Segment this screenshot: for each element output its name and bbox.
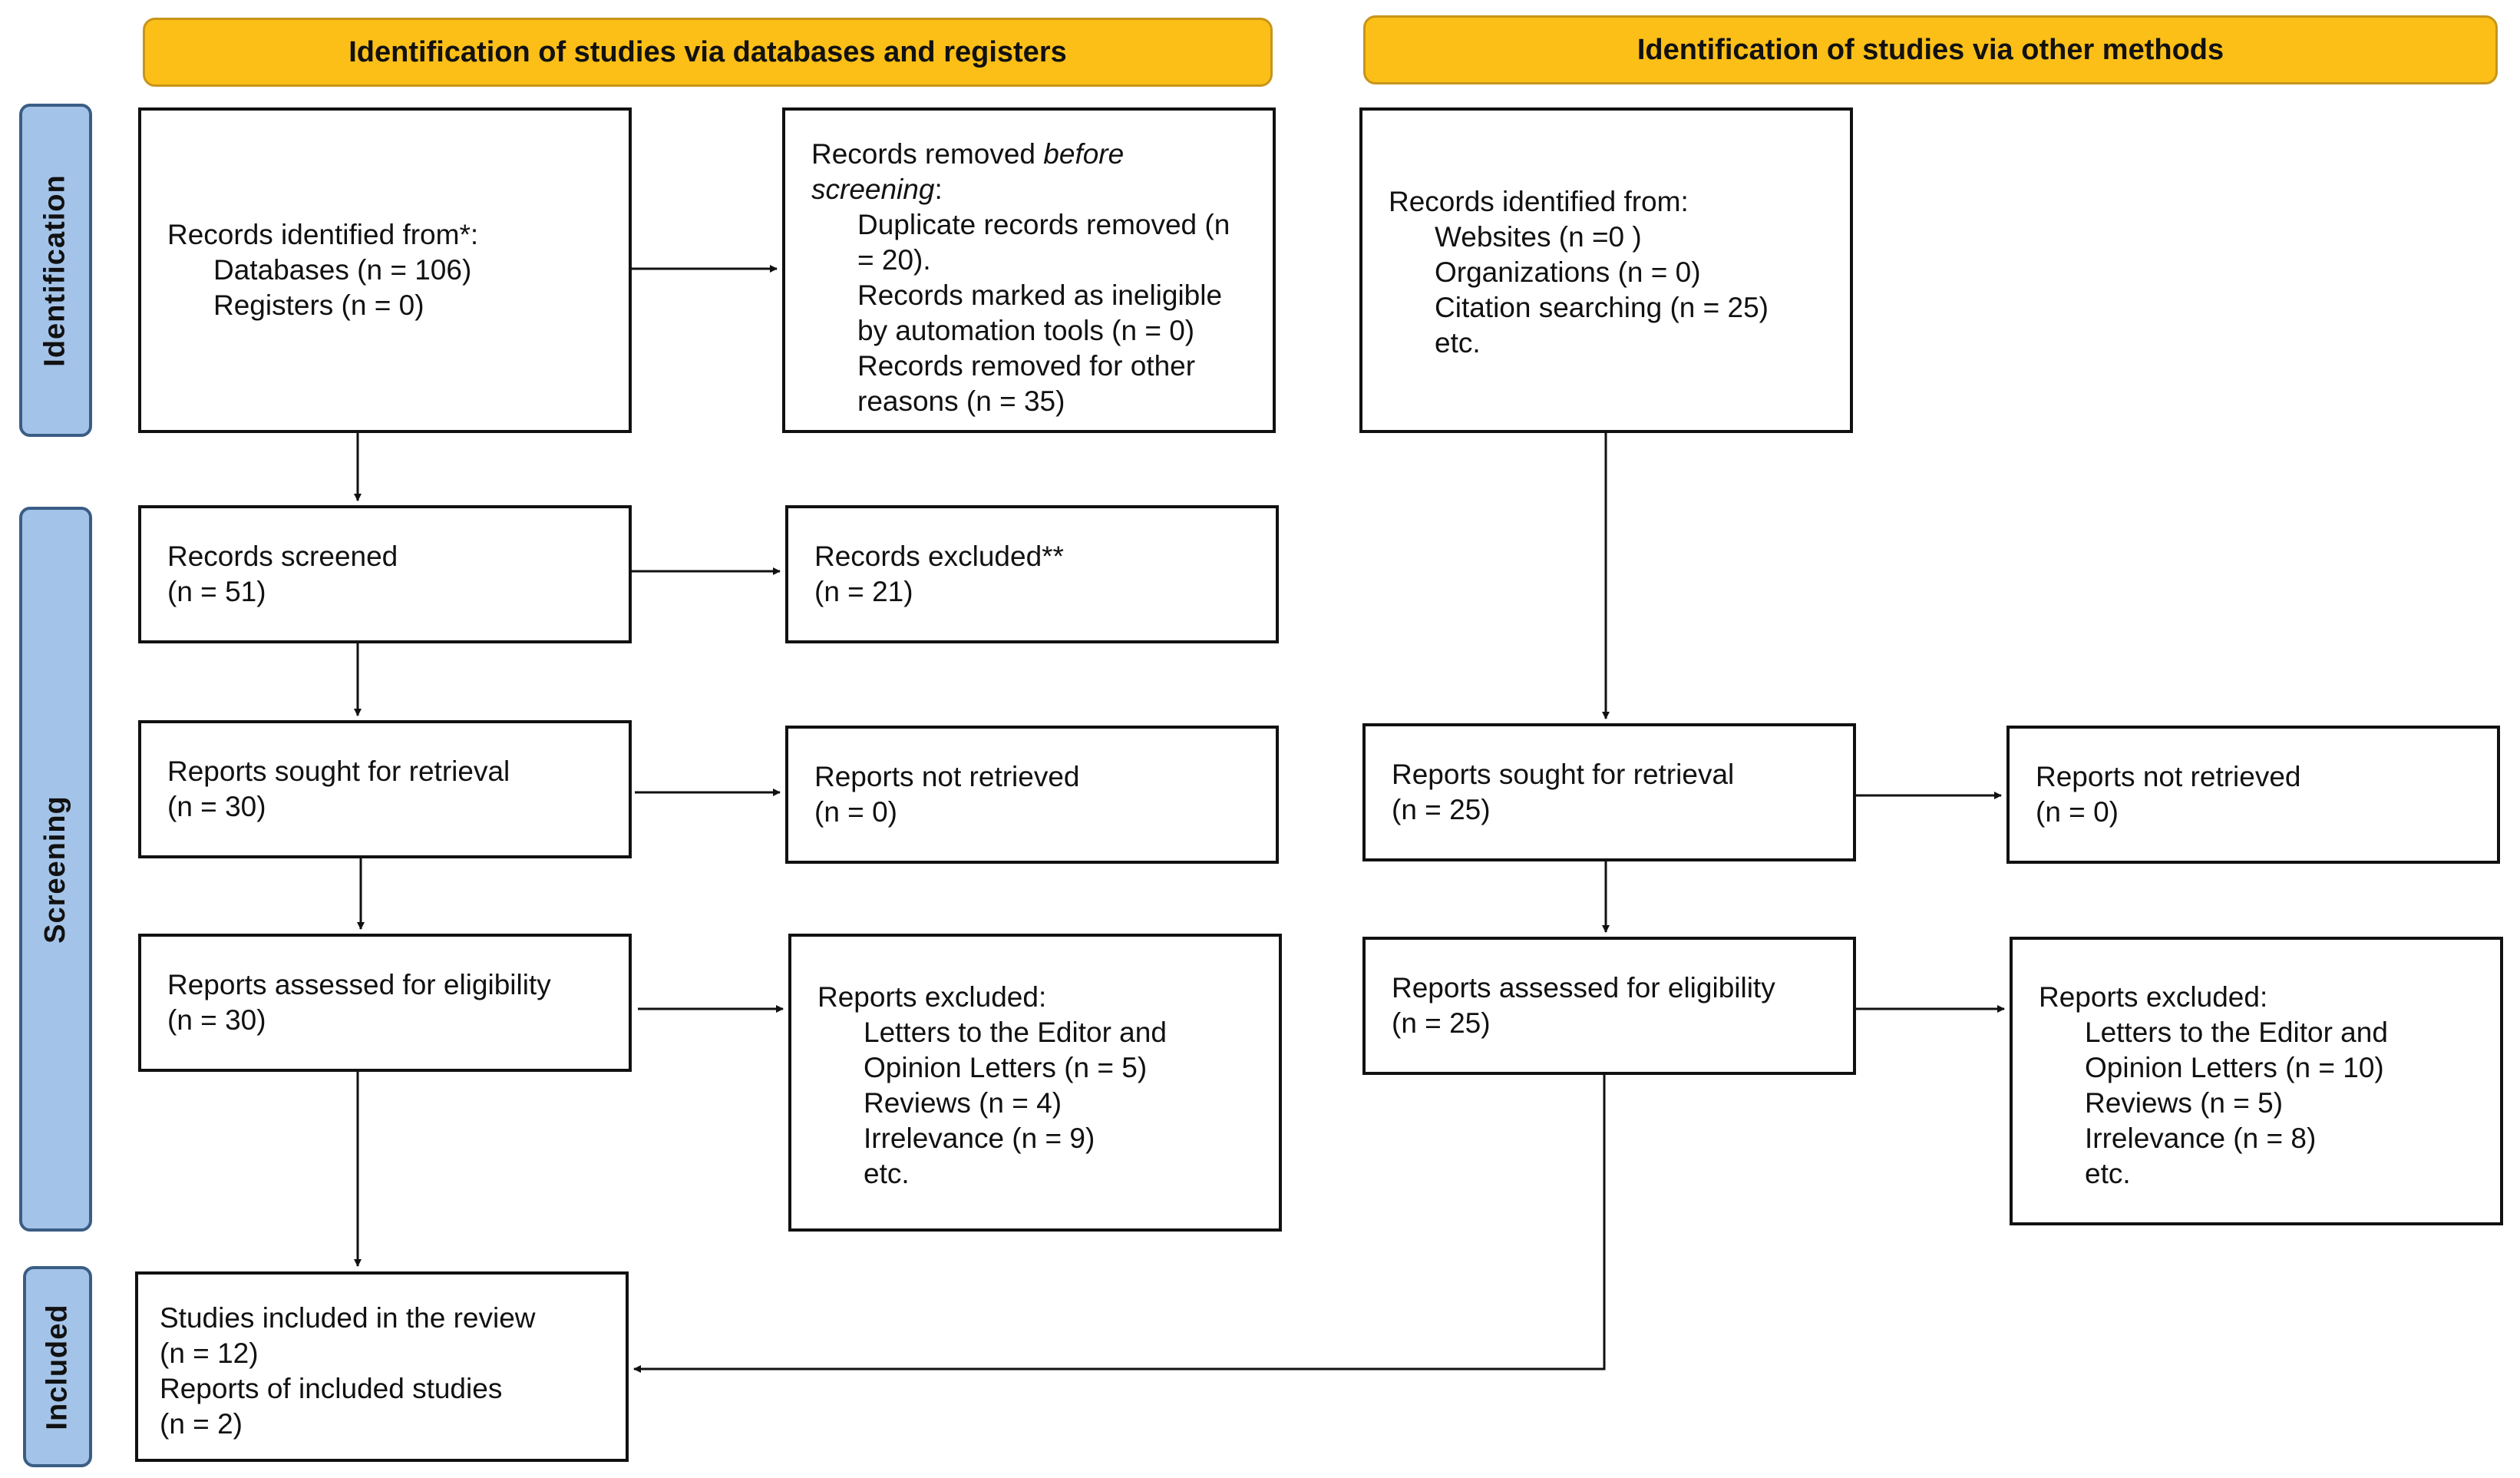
records-excluded-box: Records excluded** (n = 21)	[785, 505, 1279, 643]
reports-assessed-title: Reports assessed for eligibility	[167, 969, 551, 1000]
other-reports-excluded-title: Reports excluded:	[2039, 981, 2268, 1013]
reports-excluded-line: Letters to the Editor and	[864, 1017, 1167, 1048]
records-removed-line: Records removed for other	[857, 350, 1196, 382]
records-excluded-title: Records excluded**	[814, 541, 1064, 572]
other-records-line: etc.	[1435, 327, 1481, 359]
records-screened-title: Records screened	[167, 541, 398, 572]
other-reports-excluded-line: Reviews (n = 5)	[2085, 1087, 2284, 1119]
records-identified-title: Records identified from*:	[167, 219, 479, 250]
records-removed-line: reasons (n = 35)	[857, 385, 1065, 417]
studies-included-count: (n = 12)	[160, 1337, 259, 1369]
other-reports-not-retrieved-title: Reports not retrieved	[2036, 761, 2301, 792]
reports-assessed-box: Reports assessed for eligibility (n = 30…	[138, 934, 632, 1072]
other-records-line: Organizations (n = 0)	[1435, 256, 1701, 288]
other-reports-excluded-box: Reports excluded: Letters to the Editor …	[2010, 937, 2503, 1225]
studies-included-line: Studies included in the review	[160, 1302, 536, 1334]
header-other-label: Identification of studies via other meth…	[1637, 33, 2224, 66]
other-reports-excluded-line: Opinion Letters (n = 10)	[2085, 1052, 2384, 1083]
reports-included-line: Reports of included studies	[160, 1373, 503, 1404]
other-reports-excluded-line: Letters to the Editor and	[2085, 1017, 2388, 1048]
reports-sought-title: Reports sought for retrieval	[167, 756, 510, 787]
studies-included-box: Studies included in the review (n = 12) …	[135, 1271, 629, 1462]
reports-excluded-line: Reviews (n = 4)	[864, 1087, 1062, 1119]
reports-excluded-line: Irrelevance (n = 9)	[864, 1123, 1095, 1154]
arrow-other-assessed-to-included	[633, 1075, 1606, 1373]
reports-sought-box: Reports sought for retrieval (n = 30)	[138, 720, 632, 858]
records-removed-line: Records marked as ineligible	[857, 279, 1223, 311]
header-databases-label: Identification of studies via databases …	[348, 35, 1067, 68]
other-reports-sought-title: Reports sought for retrieval	[1392, 759, 1735, 790]
other-reports-excluded-line: Irrelevance (n = 8)	[2085, 1123, 2317, 1154]
phase-included: Included	[23, 1266, 92, 1467]
records-excluded-count: (n = 21)	[814, 576, 913, 607]
reports-included-count: (n = 2)	[160, 1408, 243, 1440]
records-removed-title: Records removed before screening:	[811, 138, 1125, 205]
reports-excluded-title: Reports excluded:	[817, 981, 1047, 1013]
other-reports-assessed-box: Reports assessed for eligibility (n = 25…	[1362, 937, 1856, 1075]
reports-not-retrieved-box: Reports not retrieved (n = 0)	[785, 726, 1279, 864]
reports-excluded-line: Opinion Letters (n = 5)	[864, 1052, 1148, 1083]
header-other-methods: Identification of studies via other meth…	[1363, 15, 2498, 84]
records-removed-line: = 20).	[857, 244, 931, 276]
records-databases-count: Databases (n = 106)	[213, 254, 472, 286]
reports-not-retrieved-title: Reports not retrieved	[814, 761, 1080, 792]
other-reports-assessed-title: Reports assessed for eligibility	[1392, 972, 1775, 1004]
other-reports-not-retrieved-count: (n = 0)	[2036, 796, 2119, 828]
records-identified-box: Records identified from*: Databases (n =…	[138, 107, 632, 433]
other-reports-excluded-line: etc.	[2085, 1158, 2131, 1189]
header-databases-registers: Identification of studies via databases …	[143, 18, 1273, 87]
phase-identification: Identification	[19, 104, 92, 437]
other-records-identified-box: Records identified from: Websites (n =0 …	[1359, 107, 1853, 433]
reports-assessed-count: (n = 30)	[167, 1004, 266, 1036]
other-reports-sought-box: Reports sought for retrieval (n = 25)	[1362, 723, 1856, 861]
other-reports-assessed-count: (n = 25)	[1392, 1007, 1491, 1039]
reports-sought-count: (n = 30)	[167, 791, 266, 822]
records-removed-box: Records removed before screening: Duplic…	[782, 107, 1276, 433]
other-reports-not-retrieved-box: Reports not retrieved (n = 0)	[2006, 726, 2500, 864]
records-registers-count: Registers (n = 0)	[213, 289, 424, 321]
reports-excluded-line: etc.	[864, 1158, 910, 1189]
records-removed-line: Duplicate records removed (n	[857, 209, 1230, 240]
reports-excluded-box: Reports excluded: Letters to the Editor …	[788, 934, 1282, 1232]
reports-not-retrieved-count: (n = 0)	[814, 796, 897, 828]
records-screened-count: (n = 51)	[167, 576, 266, 607]
other-records-line: Websites (n =0 )	[1435, 221, 1642, 253]
records-removed-line: by automation tools (n = 0)	[857, 315, 1195, 346]
phase-screening: Screening	[19, 507, 92, 1232]
other-records-identified-title: Records identified from:	[1389, 186, 1689, 217]
other-reports-sought-count: (n = 25)	[1392, 794, 1491, 825]
other-records-line: Citation searching (n = 25)	[1435, 292, 1769, 323]
records-screened-box: Records screened (n = 51)	[138, 505, 632, 643]
